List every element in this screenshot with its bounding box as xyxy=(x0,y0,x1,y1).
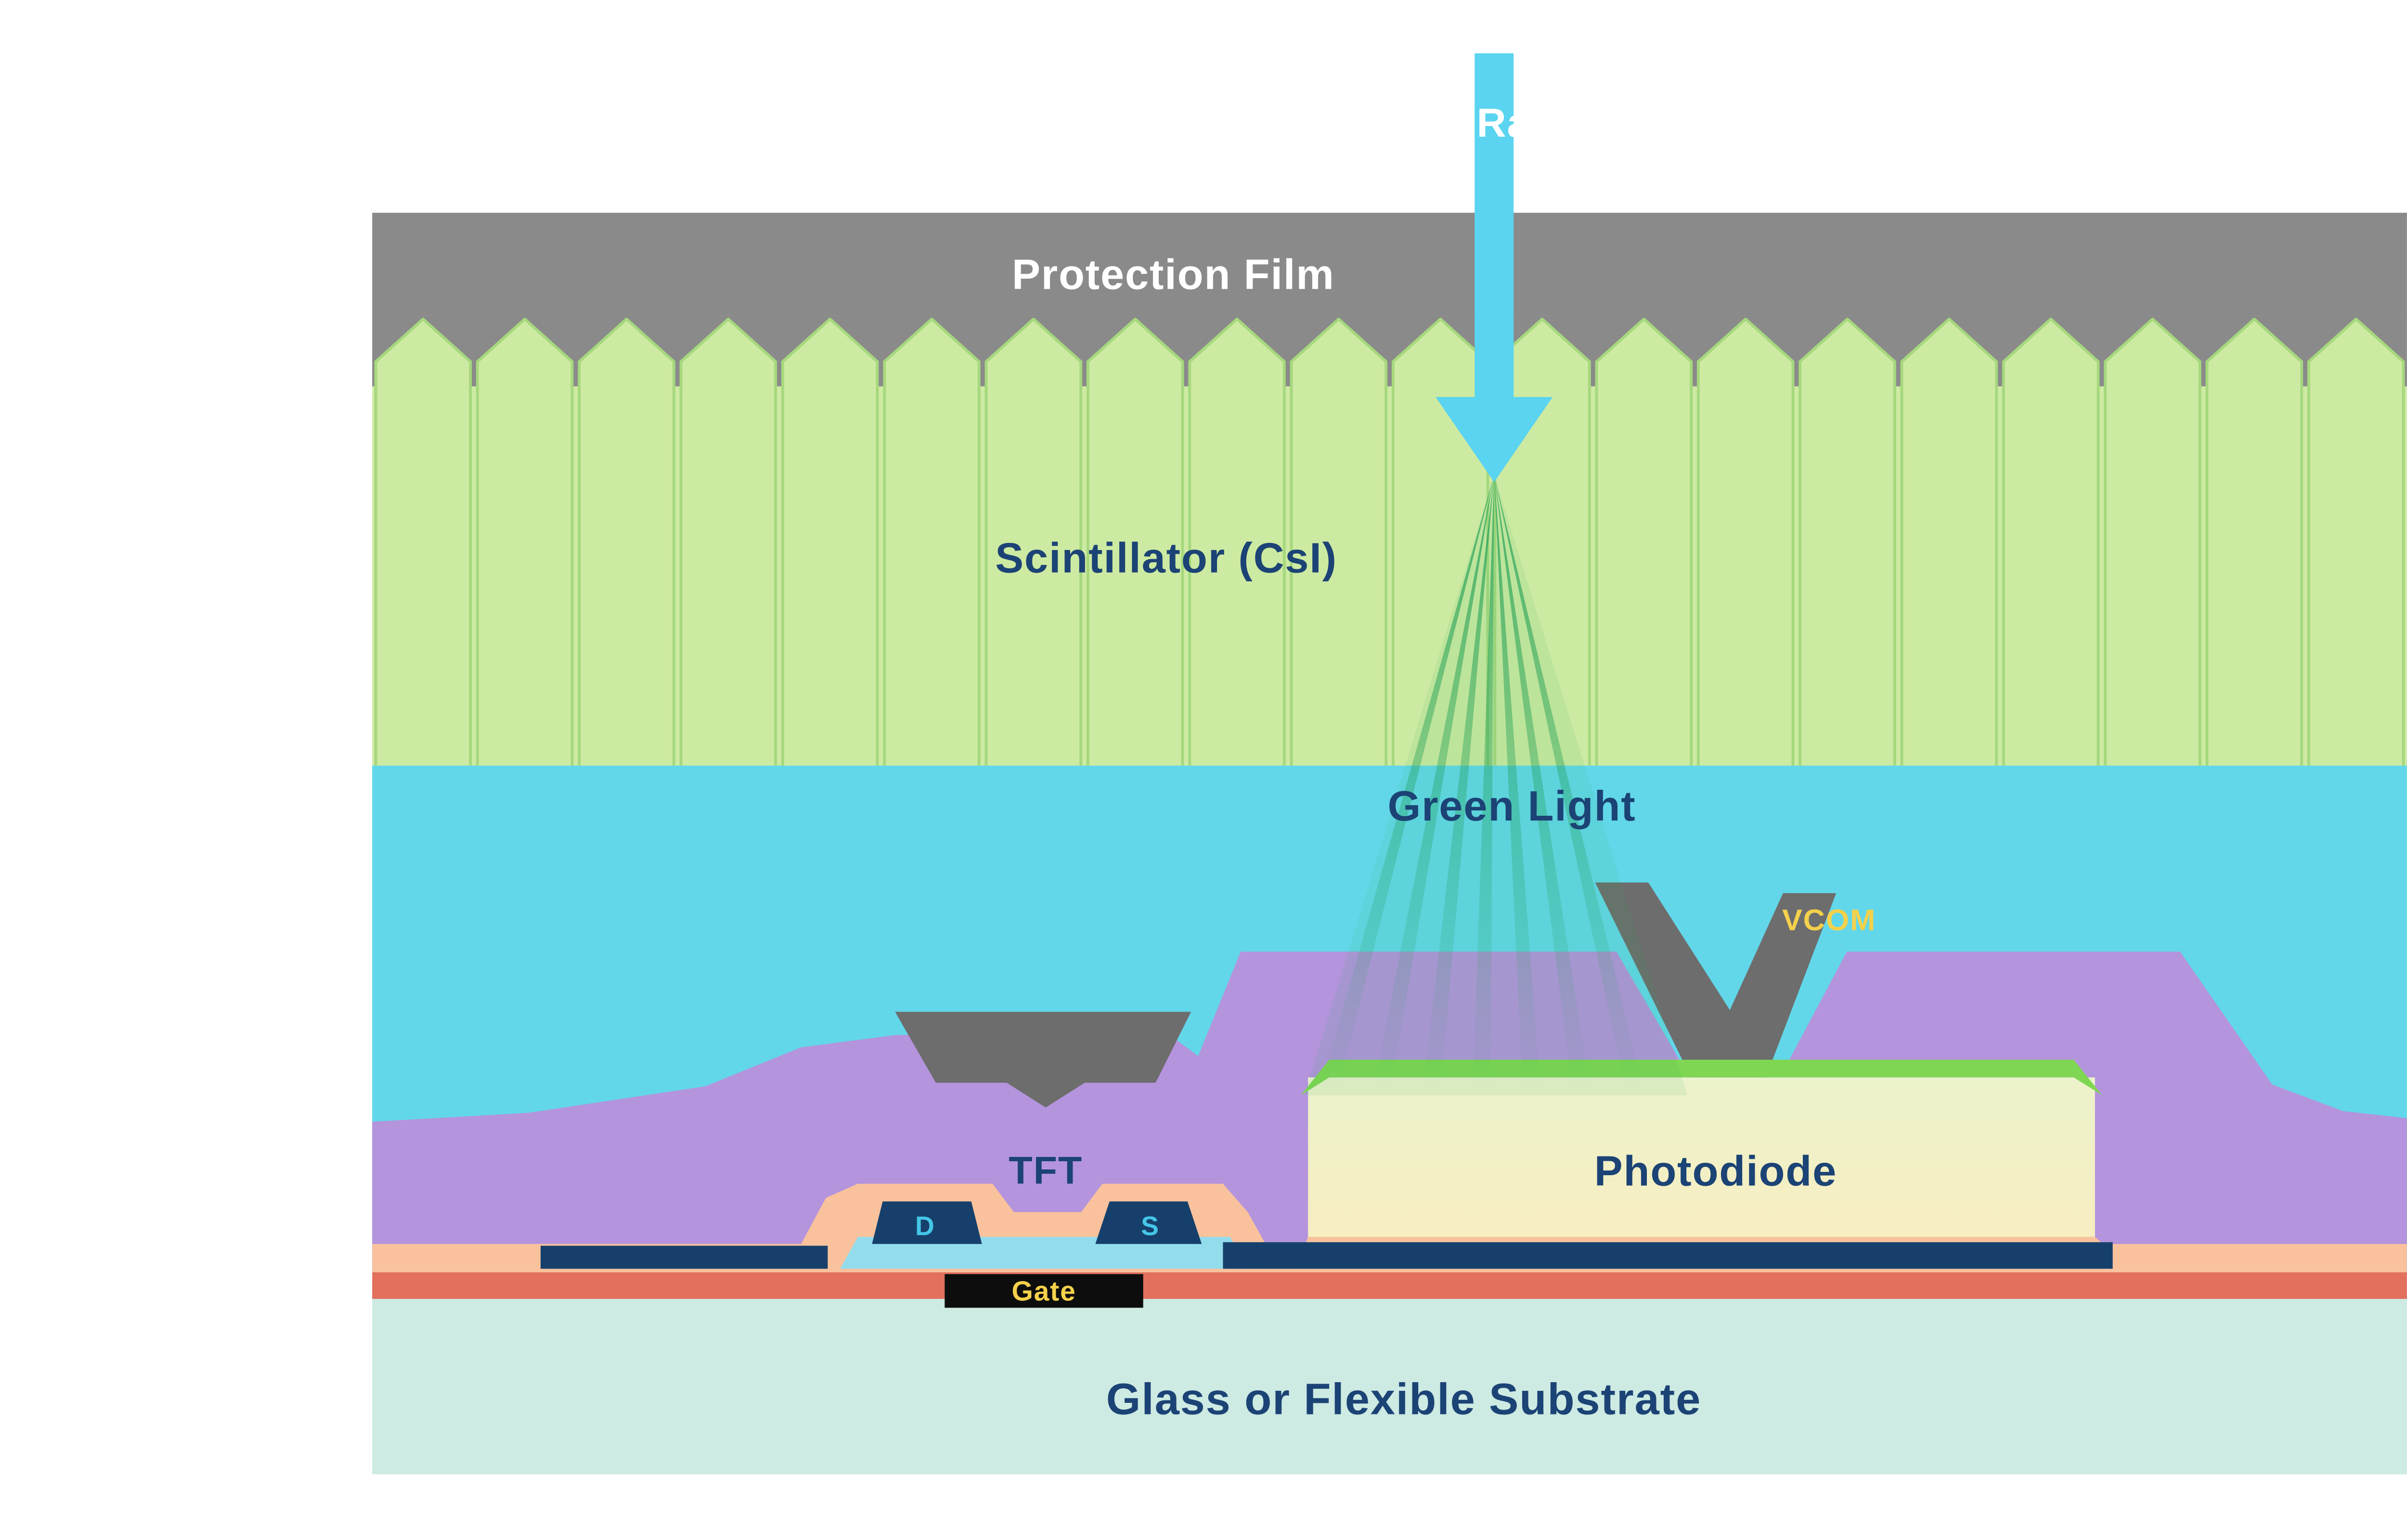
photodiode-top-electrode xyxy=(1301,1059,2102,1095)
source-island xyxy=(1095,1201,1202,1244)
protection-film-label: Protection Film xyxy=(1012,250,1335,298)
green-ray xyxy=(1494,475,1590,1088)
green-light-rays xyxy=(1304,475,1688,1095)
green-light-cone xyxy=(1304,475,1688,1095)
substrate-layer xyxy=(372,1299,2407,1475)
xray-arrow-shaft xyxy=(1475,53,1514,401)
green-ray xyxy=(1373,475,1494,1088)
green-light-label: Green Light xyxy=(1388,782,1636,830)
tft-channel xyxy=(840,1237,1248,1269)
drain-label: D xyxy=(915,1211,935,1241)
green-ray xyxy=(1494,475,1643,1088)
scintillator-label: Scintillator (CsI) xyxy=(995,534,1337,581)
source-label: S xyxy=(1141,1211,1160,1241)
green-ray xyxy=(1423,475,1494,1088)
metal-line-left xyxy=(540,1245,828,1269)
vcom-contact xyxy=(1595,882,1837,1088)
scintillator-columns xyxy=(372,315,2407,766)
metal-line-right xyxy=(1223,1242,2113,1269)
photodiode-body xyxy=(1308,1077,2095,1249)
electrode-left xyxy=(895,1012,1191,1108)
drain-island xyxy=(872,1201,982,1244)
tft-label: TFT xyxy=(1009,1149,1083,1193)
barrier-layer xyxy=(372,1272,2407,1299)
xray-arrow xyxy=(1436,53,1553,482)
green-ray xyxy=(1320,475,1494,1088)
vcom-label: VCOM xyxy=(1782,903,1876,937)
xray-label: X-Ray xyxy=(1434,100,1554,145)
gate-electrode xyxy=(945,1274,1143,1308)
xray-arrow-head xyxy=(1436,397,1553,482)
gate-label: Gate xyxy=(1011,1276,1076,1307)
substrate-label: Glass or Flexible Substrate xyxy=(1106,1374,1701,1424)
photodiode-label: Photodiode xyxy=(1594,1147,1837,1194)
